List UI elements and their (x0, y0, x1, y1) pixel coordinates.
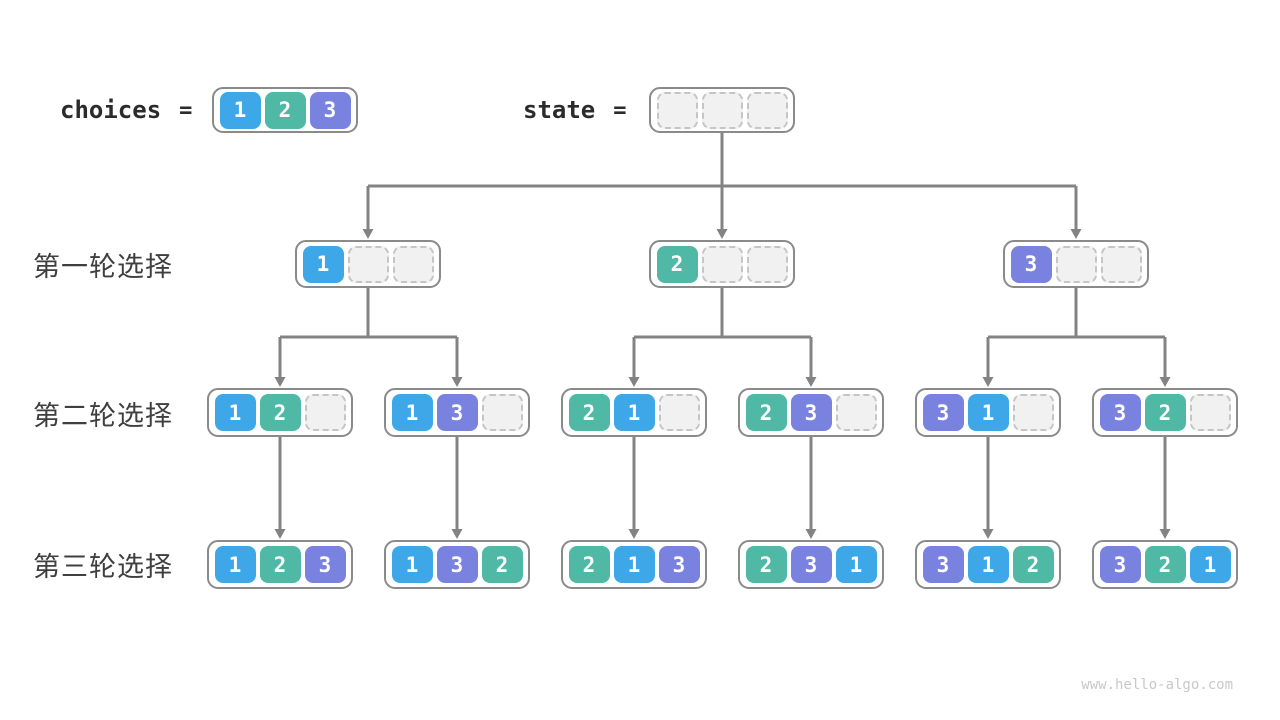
empty-slot (481, 394, 523, 431)
empty-slot (701, 245, 743, 283)
empty-slot (392, 245, 434, 283)
empty-slot (1055, 245, 1097, 283)
state-label-text: state (523, 96, 596, 124)
choice-cell-2: 2 (259, 394, 301, 431)
choice-cell-1: 1 (613, 394, 655, 431)
choice-cell-1: 1 (613, 546, 655, 583)
choice-cell-2: 2 (1144, 394, 1186, 431)
empty-slot (746, 91, 788, 129)
choice-cell-2: 2 (1144, 546, 1186, 583)
round-1-label: 第一轮选择 (33, 251, 173, 282)
state-node-round1-3: 3 (1003, 240, 1149, 288)
choice-cell-1: 1 (835, 546, 877, 583)
choice-cell-3: 3 (922, 546, 964, 583)
state-equals-sign: = (613, 97, 627, 123)
empty-slot (347, 245, 389, 283)
empty-slot (1189, 394, 1231, 431)
choice-cell-2: 2 (1012, 546, 1054, 583)
choice-cell-2: 2 (656, 245, 698, 283)
choices-label: choices = (60, 87, 192, 133)
watermark: www.hello-algo.com (1081, 677, 1233, 693)
choice-cell-1: 1 (967, 394, 1009, 431)
empty-slot (1100, 245, 1142, 283)
choices-equals-sign: = (179, 97, 193, 123)
choice-cell-1: 1 (391, 394, 433, 431)
choice-cell-2: 2 (745, 394, 787, 431)
choice-cell-2: 2 (259, 546, 301, 583)
choice-cell-1: 1 (214, 546, 256, 583)
choice-cell-3: 3 (304, 546, 346, 583)
choice-cell-3: 3 (1099, 394, 1141, 431)
choice-cell-2: 2 (568, 394, 610, 431)
choice-cell-3: 3 (1010, 245, 1052, 283)
choice-cell-3: 3 (1099, 546, 1141, 583)
choice-cell-1: 1 (302, 245, 344, 283)
empty-slot (658, 394, 700, 431)
empty-slot (1012, 394, 1054, 431)
choice-cell-3: 3 (658, 546, 700, 583)
choice-cell-2: 2 (745, 546, 787, 583)
choice-cell-1: 1 (219, 91, 261, 129)
empty-slot (746, 245, 788, 283)
empty-slot (835, 394, 877, 431)
state-label: state = (523, 87, 627, 133)
choice-cell-1: 1 (391, 546, 433, 583)
choice-cell-2: 2 (481, 546, 523, 583)
choice-cell-3: 3 (790, 546, 832, 583)
choice-cell-3: 3 (436, 394, 478, 431)
choice-cell-3: 3 (922, 394, 964, 431)
empty-slot (304, 394, 346, 431)
round-2-label: 第二轮选择 (33, 400, 173, 431)
choice-cell-3: 3 (309, 91, 351, 129)
choice-cell-2: 2 (568, 546, 610, 583)
choice-cell-1: 1 (967, 546, 1009, 583)
empty-slot (701, 91, 743, 129)
choice-cell-2: 2 (264, 91, 306, 129)
state-array-box (649, 87, 795, 133)
state-node-round1-1: 1 (295, 240, 441, 288)
choice-cell-3: 3 (790, 394, 832, 431)
empty-slot (656, 91, 698, 129)
choice-cell-1: 1 (214, 394, 256, 431)
choice-cell-1: 1 (1189, 546, 1231, 583)
choices-label-text: choices (60, 96, 162, 124)
round-3-label: 第三轮选择 (33, 551, 173, 582)
choice-cell-3: 3 (436, 546, 478, 583)
state-node-round1-2: 2 (649, 240, 795, 288)
